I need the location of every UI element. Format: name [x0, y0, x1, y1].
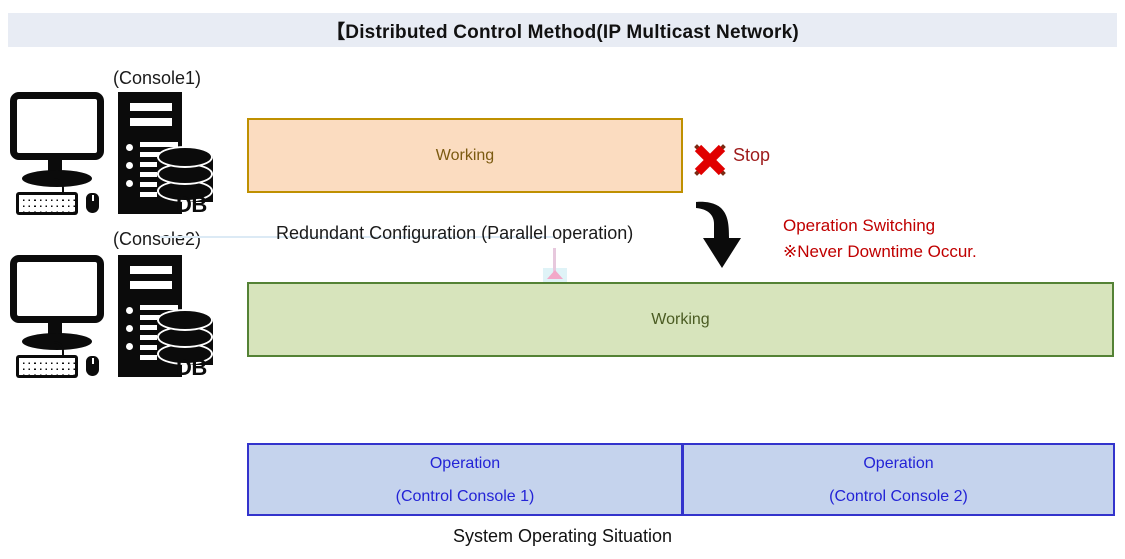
database-icon: [157, 309, 213, 375]
operation-box-console2: Operation (Control Console 2): [682, 443, 1115, 516]
server-stripe-icon: [140, 305, 178, 310]
keyboard-keys-icon: [19, 195, 75, 212]
operation-box-console2-line1: Operation: [863, 454, 934, 472]
console1-db-label: DB: [176, 192, 207, 217]
server-slot-icon: [130, 266, 172, 274]
operation-box-console1-line2: (Control Console 1): [395, 487, 535, 505]
server-led-icon: [126, 307, 133, 314]
database-disc-icon: [157, 309, 213, 331]
console1-label: (Console1): [113, 68, 202, 88]
server-led-icon: [126, 162, 133, 169]
console2-icon-group: DB: [0, 255, 230, 387]
server-slot-icon: [130, 118, 172, 126]
red-cross-icon: [694, 144, 726, 176]
keyboard-icon: [16, 355, 78, 378]
status-bar-console1: Working: [247, 118, 683, 193]
mouse-wheel-icon: [91, 195, 94, 201]
console1-icon-group: DB: [0, 92, 230, 224]
keyboard-cable-icon: [44, 341, 64, 358]
server-led-icon: [126, 180, 133, 187]
monitor-icon: [10, 255, 104, 323]
faint-connector-arrowhead: [547, 270, 563, 279]
redundant-configuration-label: Redundant Configuration (Parallel operat…: [276, 223, 634, 243]
server-led-icon: [126, 144, 133, 151]
keyboard-icon: [16, 192, 78, 215]
faint-connector-line: [160, 236, 555, 238]
server-stripe-icon: [140, 142, 178, 147]
server-led-icon: [126, 343, 133, 350]
console2-label: (Console2): [113, 229, 202, 249]
monitor-icon: [10, 92, 104, 160]
stop-label: Stop: [733, 145, 771, 165]
operation-box-console1-line1: Operation: [429, 454, 501, 472]
server-slot-icon: [130, 103, 172, 111]
mouse-icon: [86, 356, 99, 376]
operation-switching-note: Operation Switching ※Never Downtime Occu…: [783, 213, 977, 265]
mouse-icon: [86, 193, 99, 213]
console2-db-label: DB: [176, 355, 207, 380]
page-title: 【Distributed Control Method(IP Multicast…: [326, 21, 799, 43]
keyboard-keys-icon: [19, 358, 75, 375]
operation-switching-line2: ※Never Downtime Occur.: [783, 242, 977, 261]
database-icon: [157, 146, 213, 212]
status-bar-console2: Working: [247, 282, 1114, 357]
faint-connector-stem: [553, 248, 556, 272]
operation-switching-line1: Operation Switching: [783, 216, 936, 235]
keyboard-cable-icon: [44, 178, 64, 195]
server-slot-icon: [130, 281, 172, 289]
curved-down-arrow-icon: [696, 201, 741, 268]
operation-box-console1: Operation (Control Console 1): [247, 443, 683, 516]
bottom-caption: System Operating Situation: [452, 526, 673, 546]
server-led-icon: [126, 325, 133, 332]
database-disc-icon: [157, 146, 213, 168]
mouse-wheel-icon: [91, 358, 94, 364]
operation-box-console2-line2: (Control Console 2): [829, 487, 968, 505]
title-bar-background: [8, 13, 1117, 47]
